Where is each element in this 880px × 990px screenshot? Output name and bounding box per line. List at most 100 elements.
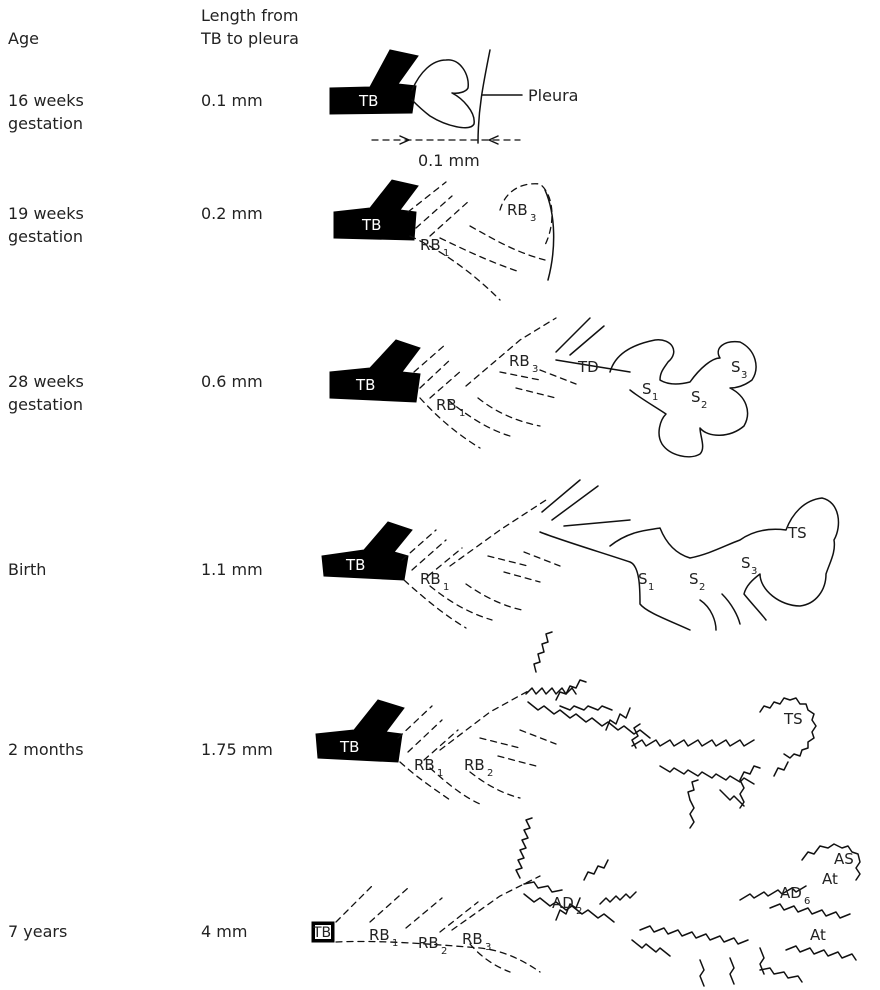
- row-age-line1: 28 weeks: [8, 372, 84, 391]
- pleura-label: Pleura: [528, 86, 578, 105]
- rb-label: RB: [369, 926, 390, 944]
- rb-subscript: 1: [459, 408, 465, 419]
- pleura-curve: [545, 190, 554, 280]
- alveolar-duct-wavy: [774, 762, 788, 776]
- alveolar-duct-wavy: [516, 818, 532, 878]
- tb-label: TB: [345, 556, 365, 574]
- respiratory-bronchiole-branch: [540, 370, 576, 384]
- s-label: S: [741, 554, 751, 572]
- airway-19-weeks: TB RB 1 RB 3: [334, 180, 554, 300]
- age-header: Age: [8, 29, 39, 48]
- row-length: 1.1 mm: [201, 560, 263, 579]
- airway-28-weeks: TB RB 1 RB 3 TD S 1 S 2 S 3: [330, 318, 756, 457]
- airway-7-years: TB RB 1 RB 2 RB 3 AD 2 AD 6 AS At: [312, 818, 860, 986]
- alveolar-duct-wavy: [700, 960, 704, 986]
- rb-subscript: 2: [487, 768, 493, 779]
- row-age-line1: 19 weeks: [8, 204, 84, 223]
- rb-subscript: 1: [443, 582, 449, 593]
- alveolar-duct-wavy: [534, 632, 552, 672]
- terminal-bronchiole-shape: [316, 700, 404, 762]
- row-length: 0.2 mm: [201, 204, 263, 223]
- alveolar-duct-wavy: [760, 968, 802, 982]
- at-label: At: [822, 870, 838, 888]
- duct-branch: [564, 520, 630, 526]
- alveolar-duct-wavy: [606, 708, 630, 730]
- row-length: 4 mm: [201, 922, 247, 941]
- duct-branch: [542, 480, 580, 512]
- tb-label: TB: [358, 92, 378, 110]
- s-subscript: 2: [701, 400, 707, 411]
- rb-label: RB: [509, 352, 530, 370]
- row-19-weeks: 19 weeks gestation 0.2 mm: [8, 204, 263, 246]
- rb-label: RB: [418, 934, 439, 952]
- ad-label: AD: [552, 894, 574, 912]
- alveolar-duct-wavy: [528, 702, 650, 738]
- row-birth: Birth 1.1 mm: [8, 560, 263, 579]
- s-subscript: 1: [648, 582, 654, 593]
- respiratory-bronchiole-branch: [430, 200, 470, 236]
- respiratory-bronchiole-path: [470, 226, 545, 260]
- row-age-line2: gestation: [8, 114, 83, 133]
- alveolar-duct: [540, 532, 690, 630]
- respiratory-bronchiole-branch: [488, 556, 528, 566]
- at-label: At: [810, 926, 826, 944]
- respiratory-bronchiole-trunk: [440, 690, 530, 750]
- saccule-outline: [610, 498, 838, 620]
- respiratory-bronchiole-path: [478, 398, 540, 426]
- respiratory-bronchiole-branch: [480, 738, 520, 748]
- rb-subscript: 3: [532, 364, 538, 375]
- saccule-wall: [722, 594, 740, 624]
- rb-label: RB: [464, 756, 485, 774]
- s-label: S: [731, 358, 741, 376]
- respiratory-bronchiole-branch: [370, 888, 408, 922]
- alveolar-duct-wavy: [730, 958, 734, 984]
- row-length: 1.75 mm: [201, 740, 273, 759]
- transitional-duct-stem: [570, 326, 604, 355]
- respiratory-bronchiole-branch: [430, 370, 462, 398]
- tb-label: TB: [312, 925, 331, 941]
- row-age-line1: 16 weeks: [8, 91, 84, 110]
- alveolar-duct-wavy: [640, 926, 748, 944]
- scale-label: 0.1 mm: [418, 151, 480, 170]
- alveolar-duct-wavy: [786, 946, 856, 960]
- alveolar-duct-wavy: [688, 780, 698, 800]
- transitional-duct-stem: [556, 318, 590, 352]
- respiratory-bronchiole-branch: [504, 572, 540, 582]
- length-header-line2: TB to pleura: [200, 29, 299, 48]
- rb-label: RB: [420, 236, 441, 254]
- alveolar-duct-wavy: [690, 800, 694, 828]
- respiratory-bronchiole-trunk: [450, 500, 546, 566]
- respiratory-bronchiole-branch: [336, 886, 372, 922]
- s-subscript: 1: [652, 392, 658, 403]
- ad-label: AD: [780, 884, 802, 902]
- respiratory-bronchiole-branch: [408, 720, 442, 752]
- respiratory-bronchiole-path: [448, 400, 510, 436]
- rb-label: RB: [462, 930, 483, 948]
- s-label: S: [638, 570, 648, 588]
- airway-16-weeks: TB Pleura 0.1 mm: [330, 50, 578, 170]
- respiratory-bronchiole-path: [430, 586, 492, 620]
- s-subscript: 3: [741, 370, 747, 381]
- alveolar-duct-wavy: [600, 892, 636, 904]
- respiratory-bronchiole-branch: [524, 552, 560, 566]
- acinus-bud-outline: [412, 60, 474, 128]
- rb-label: RB: [420, 570, 441, 588]
- respiratory-bronchiole-branch: [520, 730, 556, 744]
- saccule-wall: [700, 600, 716, 630]
- airway-2-months: TB RB 1 RB 2 TS: [316, 632, 816, 828]
- row-7-years: 7 years 4 mm: [8, 922, 247, 941]
- respiratory-bronchiole-branch: [516, 388, 556, 398]
- alveolar-duct-wavy: [560, 706, 612, 710]
- duct-branch: [552, 486, 598, 520]
- alveolar-duct-wavy: [632, 940, 670, 956]
- as-label: AS: [834, 850, 854, 868]
- s-label: S: [691, 388, 701, 406]
- row-age-line1: 7 years: [8, 922, 67, 941]
- respiratory-bronchiole-path: [466, 584, 522, 610]
- row-age-line2: gestation: [8, 395, 83, 414]
- rb-subscript: 1: [392, 938, 398, 949]
- respiratory-bronchiole-branch: [498, 756, 536, 766]
- tb-label: TB: [339, 738, 359, 756]
- row-length: 0.6 mm: [201, 372, 263, 391]
- rb-label: RB: [507, 201, 528, 219]
